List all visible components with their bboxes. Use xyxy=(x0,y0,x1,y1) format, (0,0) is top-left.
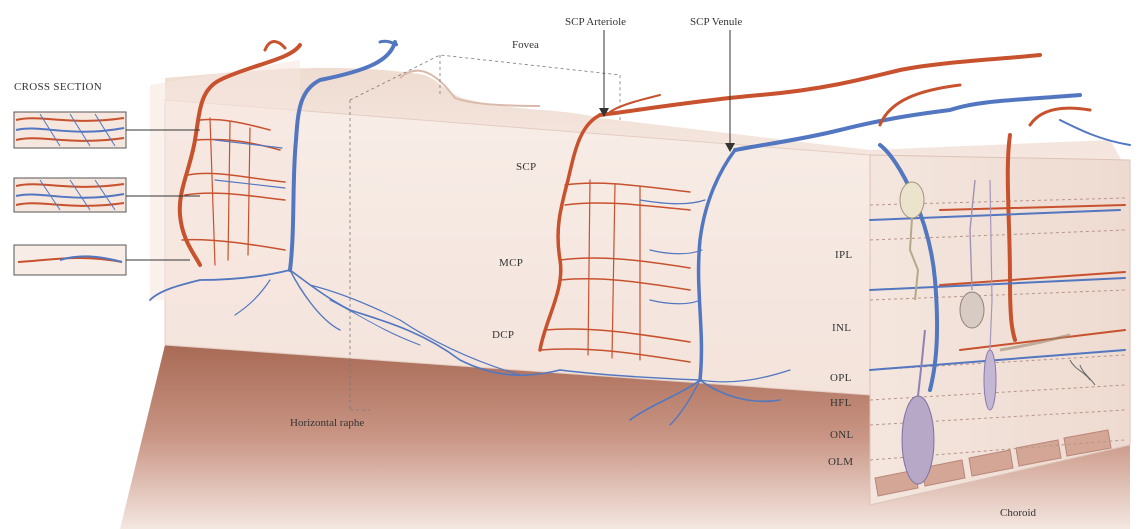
opl-label: OPL xyxy=(830,373,852,384)
mcp-label: MCP xyxy=(499,258,523,269)
dcp-label: DCP xyxy=(492,330,514,341)
fovea-label: Fovea xyxy=(512,40,539,51)
horizontal-raphe-label: Horizontal raphe xyxy=(290,418,364,429)
choroid-label: Choroid xyxy=(1000,508,1036,519)
cross-section-label: CROSS SECTION xyxy=(14,82,102,93)
onl-label: ONL xyxy=(830,430,854,441)
olm-label: OLM xyxy=(828,457,853,468)
cross-section-panel-1 xyxy=(14,112,126,148)
scp-arteriole-label: SCP Arteriole xyxy=(565,17,626,28)
scp-venule-label: SCP Venule xyxy=(690,17,742,28)
ipl-label: IPL xyxy=(835,250,852,261)
scp-label: SCP xyxy=(516,162,536,173)
inl-label: INL xyxy=(832,323,851,334)
tissue-left-face xyxy=(150,60,300,300)
cross-section-panel-2 xyxy=(14,178,126,212)
hfl-label: HFL xyxy=(830,398,852,409)
cross-section-panel-3 xyxy=(14,245,126,275)
